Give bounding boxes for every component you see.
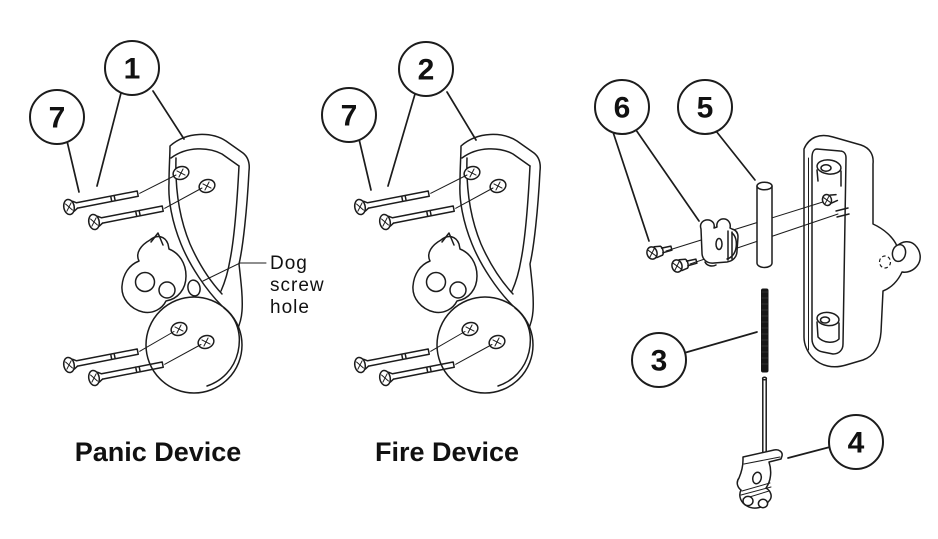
annotation-leader-line (202, 262, 267, 282)
annotation-text-line1: Dog (270, 253, 308, 274)
callout-5-balloon (677, 79, 733, 135)
pin-drawing (756, 181, 773, 269)
callout-2-number: 2 (418, 54, 435, 87)
annotation-text-line2: screw (270, 275, 325, 296)
callout-1-number: 1 (124, 53, 141, 86)
callout-5-number: 5 (697, 92, 714, 125)
callout-6-balloon (594, 79, 650, 135)
panic-bracket-drawing (62, 134, 249, 393)
callout-3-balloon (631, 332, 687, 388)
callout-4-balloon (828, 414, 884, 470)
callout-4-number: 4 (848, 427, 865, 460)
case-top-boss (816, 159, 850, 218)
dogging-clamp-drawing (699, 218, 739, 267)
fire-device-caption: Fire Device (375, 437, 519, 467)
callout-3-number: 3 (651, 345, 668, 378)
callout-7-fire-balloon (321, 87, 377, 143)
case-hidden-hole (878, 255, 892, 269)
callout-4: 4 (787, 414, 884, 470)
callout-7-fire-number: 7 (341, 100, 358, 133)
callout-2-balloon (398, 41, 454, 97)
callout-5: 5 (677, 79, 756, 181)
dog-screw-hole-annotation: Dog screw hole (202, 253, 325, 318)
fire-bracket-drawing (353, 134, 540, 393)
callout-6: 6 (594, 79, 700, 242)
callout-6-number: 6 (614, 92, 631, 125)
panic-device-caption: Panic Device (75, 437, 242, 467)
dog-bolt-drawing (736, 376, 783, 509)
callout-7-panic: 7 (29, 89, 85, 193)
case-tab-hole (891, 243, 907, 263)
fire-device-figure: 2 7 Fire Device (321, 41, 540, 467)
annotation-text-line3: hole (270, 297, 310, 318)
dog-screw-hole (187, 279, 201, 297)
panic-device-figure: Dog screw hole 1 7 Panic Device (29, 40, 325, 467)
threaded-rod-drawing (761, 288, 769, 373)
exploded-case-assembly: 6 5 3 4 (594, 79, 921, 509)
callout-1-balloon (104, 40, 160, 96)
callout-2: 2 (387, 41, 477, 187)
callout-7-fire: 7 (321, 87, 377, 191)
callout-3: 3 (631, 331, 758, 388)
clamp-screws-drawing (644, 241, 699, 274)
callout-7-panic-balloon (29, 89, 85, 145)
callout-7-panic-number: 7 (49, 102, 66, 135)
callout-1: 1 (96, 40, 185, 187)
